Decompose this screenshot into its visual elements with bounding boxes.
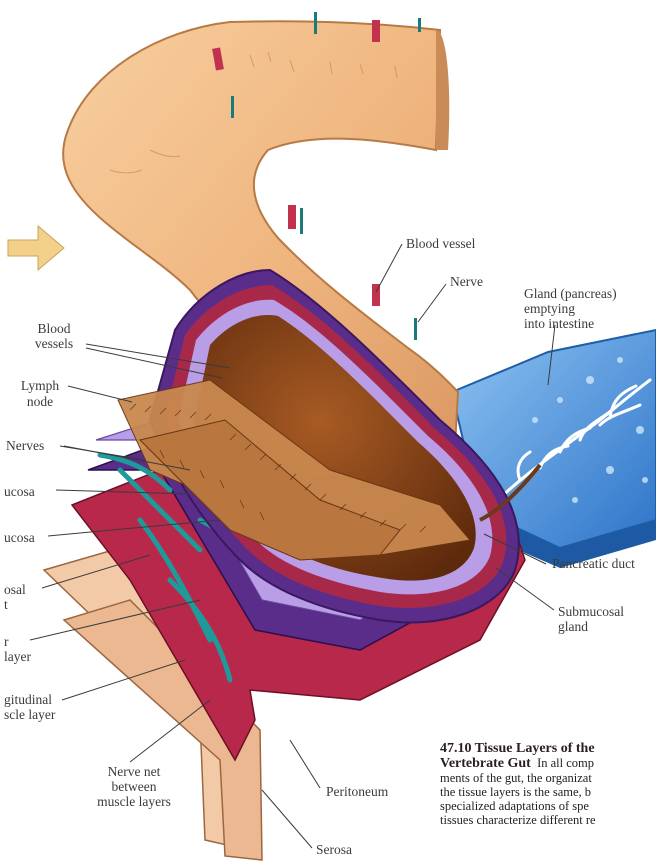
caption-title-2: Vertebrate Gut — [440, 756, 531, 771]
label-gland-1: Gland (pancreas) — [524, 286, 617, 301]
label-nerve: Nerve — [450, 274, 483, 289]
label-blood-vessels-2: vessels — [24, 336, 84, 351]
caption-text-5: specialized adaptations of spe — [440, 799, 656, 813]
label-nerve-net-1: Nerve net — [86, 764, 182, 779]
label-gland-3: into intestine — [524, 316, 594, 331]
label-muscularis-2: t — [4, 597, 8, 612]
caption-text-3: ments of the gut, the organizat — [440, 771, 656, 785]
label-submucosa: ucosa — [4, 530, 35, 545]
label-serosa: Serosa — [316, 842, 352, 857]
caption-title-1: Tissue Layers of the — [475, 741, 595, 756]
label-longitudinal-1: gitudinal — [4, 692, 52, 707]
label-longitudinal-2: scle layer — [4, 707, 55, 722]
label-circular-2: layer — [4, 649, 31, 664]
caption-text-2: In all comp — [537, 756, 594, 770]
label-muscularis-1: osal — [4, 582, 26, 597]
caption-number: 47.10 — [440, 741, 472, 756]
figure-caption: 47.10 Tissue Layers of the Vertebrate Gu… — [440, 741, 656, 827]
label-blood-vessels-1: Blood — [24, 321, 84, 336]
label-blood-vessel: Blood vessel — [406, 236, 475, 251]
label-nerves: Nerves — [6, 438, 44, 453]
label-submucosal-2: gland — [558, 619, 588, 634]
label-pancreatic-duct: Pancreatic duct — [552, 556, 635, 571]
direction-arrow — [8, 226, 64, 270]
caption-text-4: the tissue layers is the same, b — [440, 785, 656, 799]
label-mucosa: ucosa — [4, 484, 35, 499]
caption-text-6: tissues characterize different re — [440, 813, 656, 827]
label-lymph-1: Lymph — [14, 378, 66, 393]
label-peritoneum: Peritoneum — [326, 784, 388, 799]
label-gland-2: emptying — [524, 301, 575, 316]
label-submucosal-1: Submucosal — [558, 604, 624, 619]
label-nerve-net-3: muscle layers — [86, 794, 182, 809]
label-nerve-net-2: between — [86, 779, 182, 794]
label-circular-1: r — [4, 634, 9, 649]
label-lymph-2: node — [14, 394, 66, 409]
